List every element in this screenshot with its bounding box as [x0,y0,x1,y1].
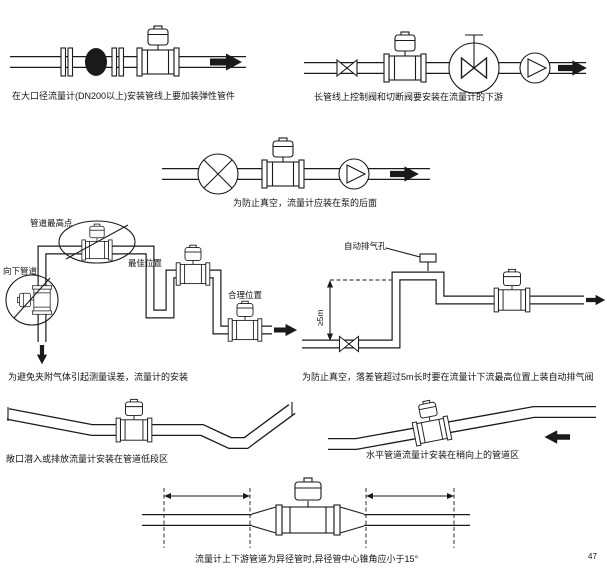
flowmeter-icon [383,31,427,83]
after-pump-drawing [162,137,430,195]
label-best-position: 最佳位置 [128,258,163,268]
flowmeter-icon [175,244,211,286]
upward-section-drawing [328,397,596,450]
reducer-cone-icon [251,506,277,534]
dimension-line [365,488,455,548]
label-drop-height: ≥5m [315,310,325,326]
dimension-line [327,279,392,341]
caption-reducer-angle: 流量计上下游管道为异径管时,异径管中心锥角应小于15° [194,554,419,564]
valve-icon [338,335,360,353]
diagram-reducer-angle: 流量计上下游管道为异径管时,异径管中心锥角应小于15° [134,474,479,570]
diagram-upward-section: 水平管道流量计安装在稍向上的管道区 [322,392,604,468]
page-number: 47 [588,552,597,561]
label-highest-point: 管道最高点 [30,218,73,228]
valves-downstream-drawing [304,31,587,94]
caption-valves-downstream: 长管线上控制阀和切断阀要安装在流量计的下游 [314,92,504,102]
reducer-angle-drawing [142,477,470,548]
flow-arrow-down-icon [36,345,48,365]
prohibition-ellipse [5,274,59,326]
flowmeter-icon [115,398,153,443]
prohibition-ellipse [58,220,136,264]
dimension-line [163,488,251,548]
diagram-low-section: 敞口潜入或排放流量计安装在管道低段区 [2,396,314,468]
label-downward-pipe: 向下管道 [3,266,38,276]
flowmeter-group [408,397,453,447]
auto-vent-drawing: 自动排气孔 ≥5m [302,241,606,353]
control-valve-icon [448,34,500,94]
prohibition-slash [13,277,51,319]
low-section-drawing [6,398,296,449]
caption-upward-section: 水平管道流量计安装在稍向上的管道区 [366,450,520,460]
flowmeter-icon [136,25,180,77]
caption-elastic-fitting: 在大口径流量计(DN200以上)安装管线上要加装弹性管件 [12,91,236,101]
flange-pair-icon [60,47,74,77]
diagram-after-pump: 为防止真空，流量计应装在泵的后面 [160,137,450,210]
label-auto-vent: 自动排气孔 [344,241,387,251]
pump-icon [338,158,370,190]
diagram-valves-downstream: 长管线上控制阀和切断阀要安装在流量计的下游 [302,20,602,110]
reducer-cone-icon [339,506,365,534]
flowmeter-icon [261,137,305,189]
diagram-auto-vent: 自动排气孔 ≥5m 为防止真空，落差管超过5m长时要在流量计下流最高位置上装自动… [300,236,607,388]
caption-low-section: 敞口潜入或排放流量计安装在管道低段区 [6,454,169,464]
flowmeter-icon [275,477,341,536]
gas-entrainment-drawing: 管道最高点 向下管道 最佳位置 合理位置 [3,218,298,365]
prohibition-slash [65,224,129,260]
flowmeter-icon [227,300,263,342]
leader-line [385,247,421,258]
pipe [7,405,295,448]
pipe [302,272,584,348]
elastic-fitting-drawing [10,25,246,77]
flowmeter-icon [493,268,531,313]
caption-auto-vent: 为防止真空，落差管超过5m长时要在流量计下流最高位置上装自动排气阀 [302,372,594,382]
flange-pair-icon [111,47,125,77]
flow-arrow-icon [586,294,606,306]
wrong-downward-pipe-group [5,274,59,326]
caption-gas-entrainment: 为避免夹附气体引起测量误差，流量计的安装 [8,372,189,382]
flow-arrow-left-icon [544,430,570,444]
flowmeter-icon [408,397,453,447]
diagram-elastic-fitting: 在大口径流量计(DN200以上)安装管线上要加装弹性管件 [8,6,260,106]
pump-icon [519,52,551,84]
pipe [38,246,272,342]
wrong-highest-point-group [58,220,136,264]
diagram-gas-entrainment: 管道最高点 向下管道 最佳位置 合理位置 为避免夹附气体引起测量误差，流量计的安… [2,214,302,390]
label-reasonable-position: 合理位置 [228,290,263,300]
flow-arrow-icon [274,323,298,337]
valve-circle-icon [197,153,239,195]
air-vent-icon [419,253,437,271]
caption-after-pump: 为防止真空，流量计应装在泵的后面 [232,198,377,208]
flowmeter-icon [17,285,52,315]
elastic-fitting-icon [85,48,107,76]
